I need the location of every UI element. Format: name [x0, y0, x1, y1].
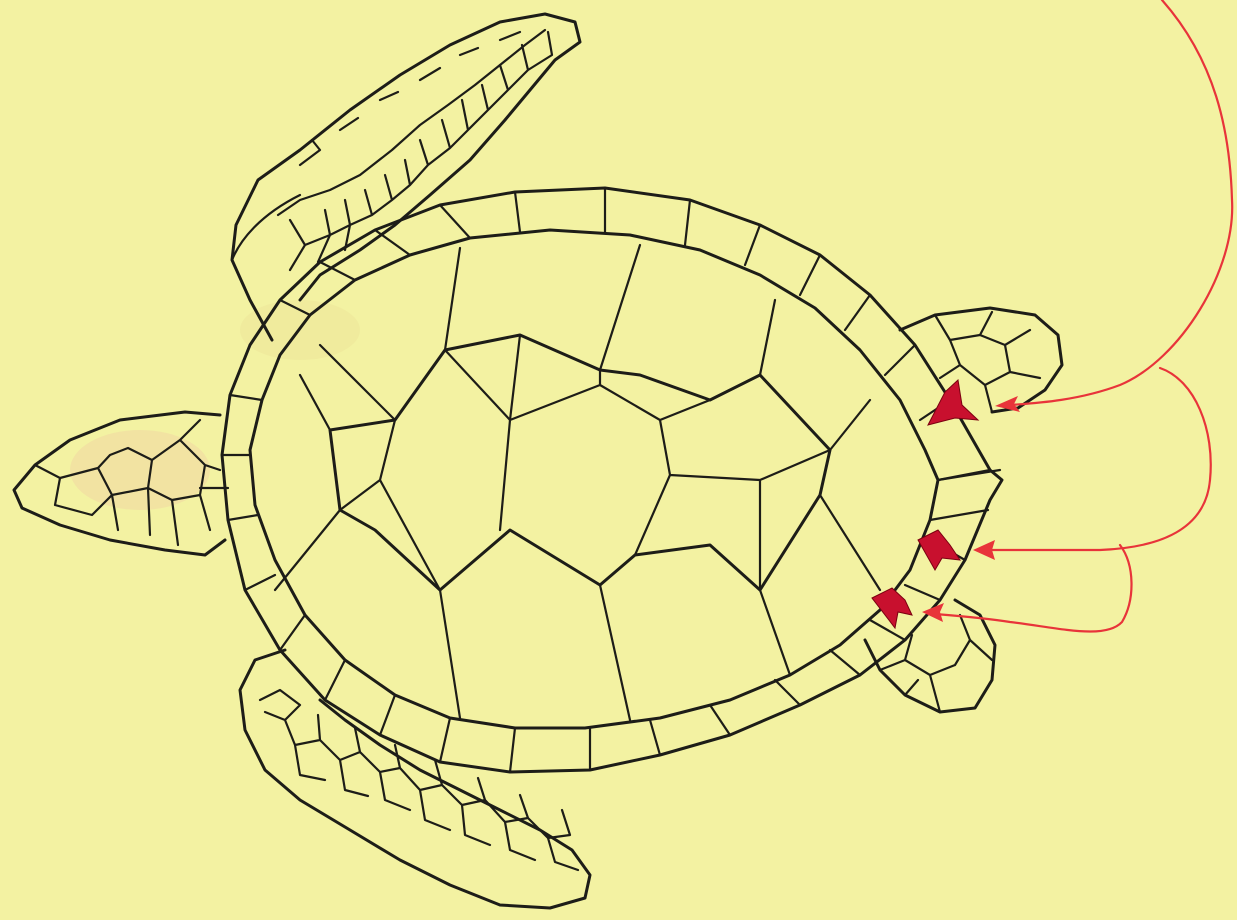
- vertebral-scutes: [330, 335, 830, 590]
- front-flipper-upper: [232, 14, 580, 340]
- annotation-arrows: [922, 0, 1232, 632]
- annotation-line-2: [985, 368, 1211, 550]
- annotation-line-1: [1010, 0, 1232, 405]
- front-flipper-lower: [240, 650, 590, 908]
- suture-mark-1: [928, 380, 978, 425]
- carapace: [222, 188, 1002, 772]
- carapace-outer-rim: [222, 188, 1002, 772]
- suture-mark-3: [872, 588, 912, 628]
- arrowhead-2: [973, 540, 995, 560]
